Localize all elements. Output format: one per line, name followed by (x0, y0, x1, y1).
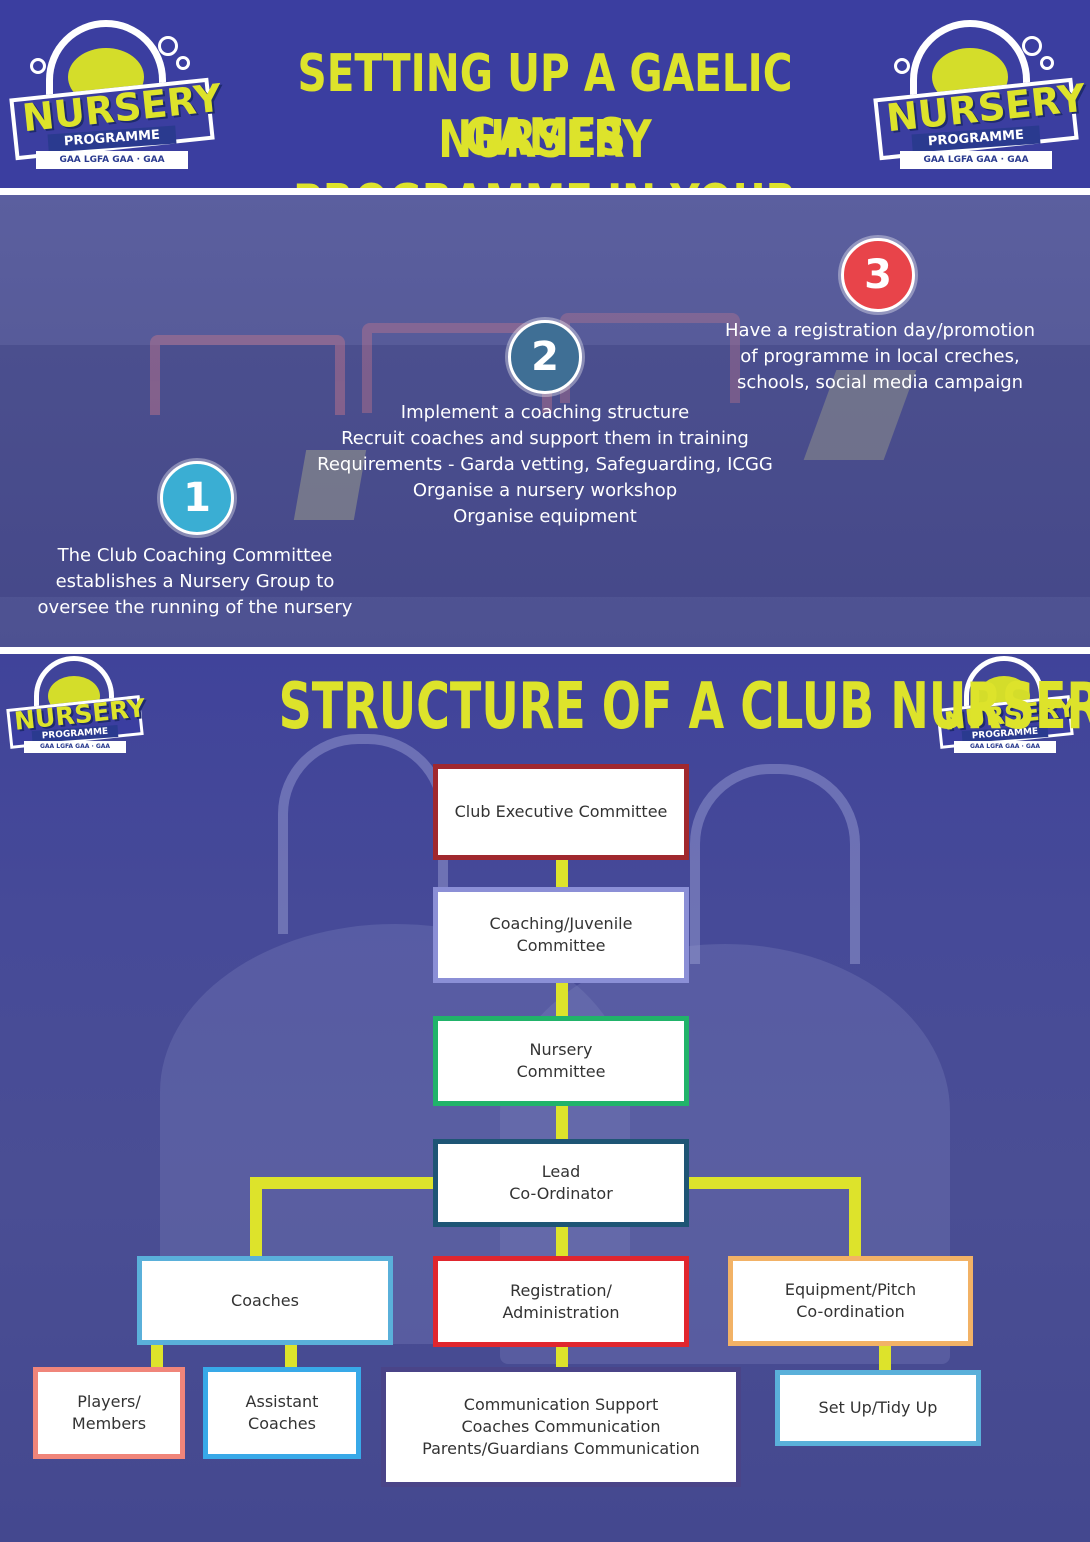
section-divider (0, 647, 1090, 654)
step-line: establishes a Nursery Group to (55, 571, 335, 592)
node-lead-co-ordinator: Lead Co-Ordinator (433, 1139, 689, 1227)
connector (556, 1346, 568, 1370)
step-number: 3 (864, 252, 892, 298)
hurdle-shape (150, 335, 345, 415)
nursery-programme-logo-right: NURSERY PROGRAMME GAA LGFA GAA · GAA (872, 18, 1088, 173)
connector (556, 1106, 568, 1140)
step-line: The Club Coaching Committee (57, 545, 333, 566)
connector (285, 1344, 297, 1370)
node-text: Committee (516, 1062, 606, 1081)
node-text: Coaches (248, 1414, 316, 1433)
node-assistant-coaches: Assistant Coaches (203, 1367, 361, 1459)
connector (556, 858, 568, 888)
step-number: 2 (531, 334, 559, 380)
node-text: Registration/ (510, 1280, 612, 1300)
logo-partners: GAA LGFA GAA · GAA (36, 151, 188, 169)
step-line: Organise a nursery workshop (412, 480, 678, 501)
node-text: Committee (516, 936, 606, 955)
node-text: Players/ (77, 1392, 141, 1411)
step-line: Have a registration day/promotion (725, 320, 1035, 341)
connector (151, 1344, 163, 1370)
node-communication: Communication Support Coaches Communicat… (381, 1367, 741, 1487)
node-text: Lead (541, 1162, 581, 1181)
nursery-programme-logo-small-right: NURSERY PROGRAMME GAA LGFA GAA · GAA (936, 656, 1077, 756)
step-1-text: The Club Coaching Committee establishes … (20, 543, 370, 621)
node-coaches: Coaches (137, 1256, 393, 1345)
step-line: Organise equipment (453, 506, 637, 527)
node-text: Co-Ordinator (509, 1184, 613, 1203)
step-1-circle: 1 (160, 461, 234, 535)
logo-partners: GAA LGFA GAA · GAA (24, 741, 126, 753)
node-text: Club Executive Committee (454, 802, 668, 821)
node-text: Set Up/Tidy Up (818, 1398, 938, 1417)
connector (688, 1177, 860, 1189)
logo-partners: GAA LGFA GAA · GAA (954, 741, 1056, 753)
node-text: Coaching/Juvenile (489, 914, 633, 933)
step-3-text: Have a registration day/promotion of pro… (710, 318, 1050, 396)
logo-partners: GAA LGFA GAA · GAA (900, 151, 1052, 169)
step-line: of programme in local creches, (740, 346, 1020, 367)
connector (556, 1226, 568, 1258)
node-equipment-pitch-coordination: Equipment/Pitch Co-ordination (728, 1256, 973, 1346)
node-text: Nursery (529, 1040, 593, 1059)
node-text: Communication Support (463, 1395, 659, 1414)
node-nursery-committee: Nursery Committee (433, 1016, 689, 1106)
connector (556, 982, 568, 1018)
nursery-programme-logo-left: NURSERY PROGRAMME GAA LGFA GAA · GAA (8, 18, 224, 173)
node-text: Coaches Communication (461, 1417, 661, 1436)
node-registration-administration: Registration/ Administration (433, 1256, 689, 1347)
step-3-circle: 3 (841, 238, 915, 312)
node-players-members: Players/ Members (33, 1367, 185, 1459)
cone-handle (690, 764, 860, 964)
step-2-text: Implement a coaching structure Recruit c… (300, 400, 790, 530)
node-text: Co-ordination (796, 1302, 905, 1321)
connector (879, 1345, 891, 1371)
connector (250, 1177, 262, 1259)
step-line: oversee the running of the nursery (37, 597, 353, 618)
structure-title: STRUCTURE OF A CLUB NURSERY (278, 670, 1090, 744)
step-number: 1 (183, 475, 211, 521)
step-line: Recruit coaches and support them in trai… (341, 428, 749, 449)
step-line: Requirements - Garda vetting, Safeguardi… (317, 454, 773, 475)
step-line: Implement a coaching structure (400, 402, 690, 423)
title-line-1: SETTING UP A GAELIC GAMES (297, 44, 793, 168)
node-set-up-tidy-up: Set Up/Tidy Up (775, 1370, 981, 1446)
node-text: Equipment/Pitch (784, 1280, 917, 1299)
connector (250, 1177, 436, 1189)
nursery-programme-logo-small-left: NURSERY PROGRAMME GAA LGFA GAA · GAA (6, 656, 147, 756)
step-2-circle: 2 (508, 320, 582, 394)
node-text: Members (71, 1414, 147, 1433)
node-coaching-juvenile-committee: Coaching/Juvenile Committee (433, 887, 689, 983)
header-divider (0, 188, 1090, 195)
node-text: Assistant (245, 1392, 319, 1411)
node-text: Coaches (231, 1290, 299, 1310)
node-text: Administration (502, 1302, 620, 1322)
connector (849, 1177, 861, 1259)
node-club-executive-committee: Club Executive Committee (433, 764, 689, 860)
step-line: schools, social media campaign (736, 372, 1024, 393)
node-text: Parents/Guardians Communication (422, 1439, 700, 1458)
cone-handle (278, 734, 448, 934)
